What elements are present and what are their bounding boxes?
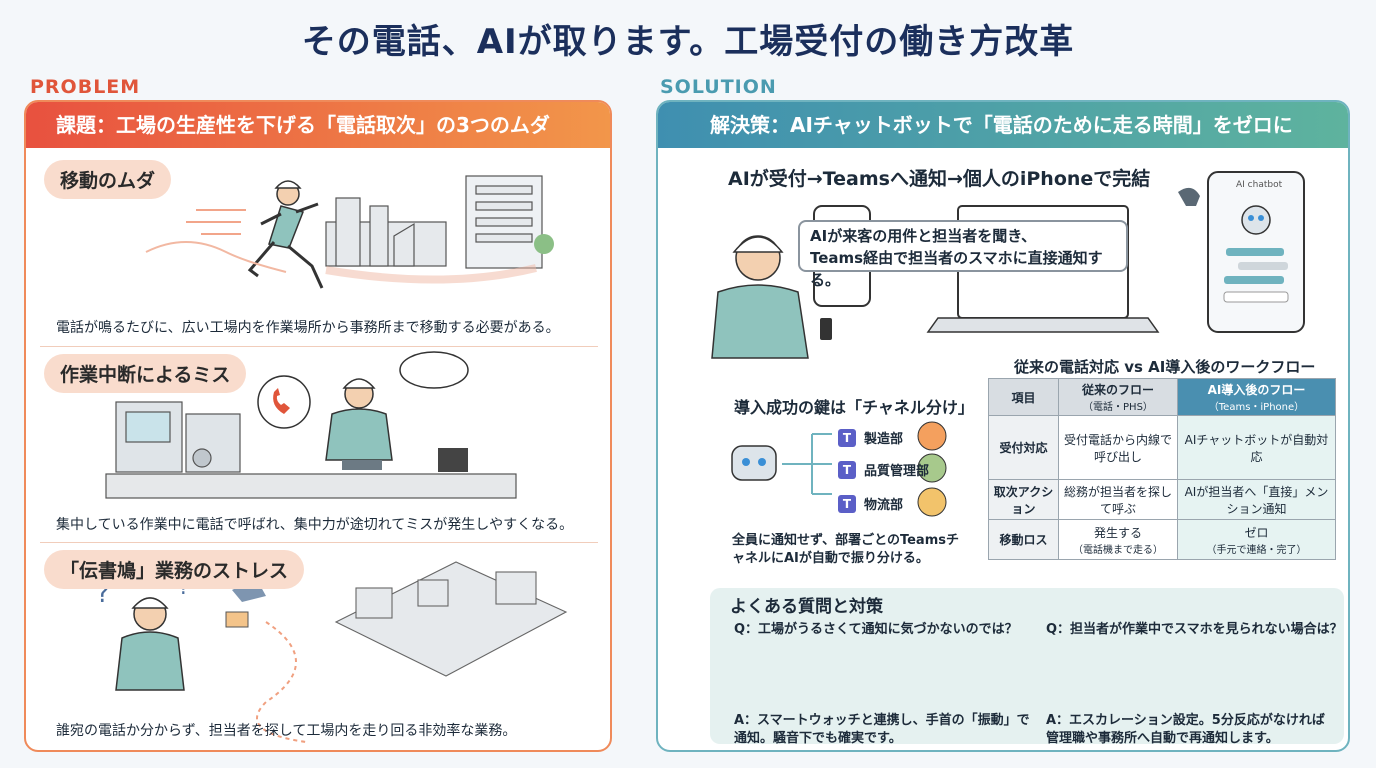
problem-label: PROBLEM [30,76,141,98]
avatar [917,453,947,483]
channel-arrows [782,433,832,495]
thought-cloud-icon [399,351,469,389]
table-header: 従来のフロー（電話・PHS） [1058,378,1178,416]
solution-panel: 解決策：AIチャットボットで「電話のために走る時間」をゼロに AIが受付→Tea… [656,100,1350,752]
worker-with-phone-icon [711,235,832,359]
teams-icon: T [838,494,856,513]
key-title: 導入成功の鍵は「チャネル分け」 [734,398,974,417]
workflow-table: 項目 従来のフロー（電話・PHS） AI導入後のフロー（Teams・iPhone… [988,378,1337,560]
factory-icon [325,175,543,269]
table-row: 取次アクション 総務が担当者を探して呼ぶ AIが担当者へ「直接」メンション通知 [988,479,1337,520]
workflow-title: 従来の電話対応 vs AI導入後のワークフロー [1014,358,1316,376]
speaking-person-icon [1178,187,1200,206]
teams-icon: T [838,428,856,447]
table-header: 項目 [988,378,1059,416]
problem-item-title: 「伝書鳩」業務のストレス [44,550,305,589]
avatar [917,487,947,517]
table-header: AI導入後のフロー（Teams・iPhone） [1176,378,1337,416]
problem-item-desc: 誰宛の電話か分からず、担当者を探して工場内を走り回る非効率な業務。 [56,723,517,739]
problem-panel: 課題：工場の生産性を下げる「電話取次」の3つのムダ 移動のムダ [24,100,612,752]
problem-item-desc: 集中している作業中に電話で呼ばれ、集中力が途切れてミスが発生しやすくなる。 [56,517,574,533]
chatbot-icon [731,445,777,481]
factory-floor-icon [334,561,568,677]
faq-answer: A：エスカレーション設定。5分反応がなければ管理職や事務所へ自動で再通知します。 [1046,713,1325,746]
key-description: 全員に通知せず、部署ごとのTeamsチャネルにAIが自動で振り分ける。 [732,533,959,566]
machine-icon [115,401,241,473]
tablet-chatbot-icon [1207,171,1305,333]
confused-worker-icon: ? ? [96,575,190,691]
table-row: 受付対応 受付電話から内線で呼び出し AIチャットボットが自動対応 [988,415,1337,480]
teams-icon: T [838,460,856,479]
table-row: 移動ロス 発生する（電話機まで走る） ゼロ（手元で連絡・完了） [988,519,1337,560]
faq-title: よくある質問と対策 [730,597,883,617]
problem-item-title: 作業中断によるミス [44,354,247,393]
speech-bubble: AIが来客の用件と担当者を聞き、 Teams経由で担当者のスマホに直接通知する。 [798,220,1128,289]
faq-question: Q：担当者が作業中でスマホを見られない場合は？ [1046,622,1343,637]
flow-title: AIが受付→Teamsへ通知→個人のiPhoneで完結 [728,168,1151,190]
envelope-icon [225,611,249,628]
worker-at-bench-icon [325,378,393,470]
faq-question: Q：工場がうるさくて通知に気づかないのでは？ [734,622,1018,637]
problem-item-desc: 電話が鳴るたびに、広い工場内を作業場所から事務所まで移動する必要がある。 [56,320,560,336]
faq-answer: A：スマートウォッチと連携し、手首の「振動」で通知。騒音下でも確実です。 [734,713,1030,746]
running-worker-icon [247,180,324,289]
page-title: その電話、AIが取ります。工場受付の働き方改革 [301,22,1075,62]
avatar [917,421,947,451]
conveyor-belt [105,473,517,499]
chatbot-screen-label: AI chatbot [1236,180,1283,190]
solution-header: 解決策：AIチャットボットで「電話のために走る時間」をゼロに [658,102,1348,148]
problem-item-title: 移動のムダ [44,160,172,199]
solution-label: SOLUTION [660,76,777,98]
chip-icon [438,448,468,472]
problem-illustrations: ? ? [96,175,568,743]
faq-section [710,588,1344,744]
phone-bubble-icon [257,375,311,429]
problem-header: 課題：工場の生産性を下げる「電話取次」の3つのムダ [26,102,610,148]
